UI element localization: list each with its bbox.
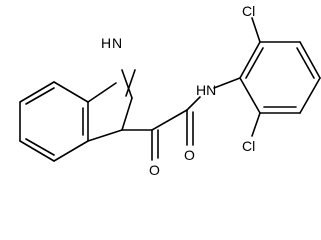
dichlorophenyl-ring [239, 41, 321, 114]
indole-pyrrole-ring [87, 69, 136, 142]
chlorine-bottom-label: Cl [242, 138, 255, 154]
amide-oxygen-label: O [184, 147, 195, 163]
chlorine-top-label: Cl [242, 3, 255, 19]
indole-n-label: N [112, 35, 122, 51]
ketone-oxygen-label: O [149, 162, 160, 178]
molecule-svg: H N HN O O Cl Cl [19, 3, 321, 178]
indole-h-label: H [101, 35, 111, 51]
amide-nh-label: HN [196, 82, 216, 98]
molecule-diagram: H N HN O O Cl Cl [19, 3, 321, 178]
substituent-bonds [213, 17, 261, 137]
oxoacetamide-chain [121, 96, 201, 161]
indole-benzene-ring [19, 81, 89, 162]
